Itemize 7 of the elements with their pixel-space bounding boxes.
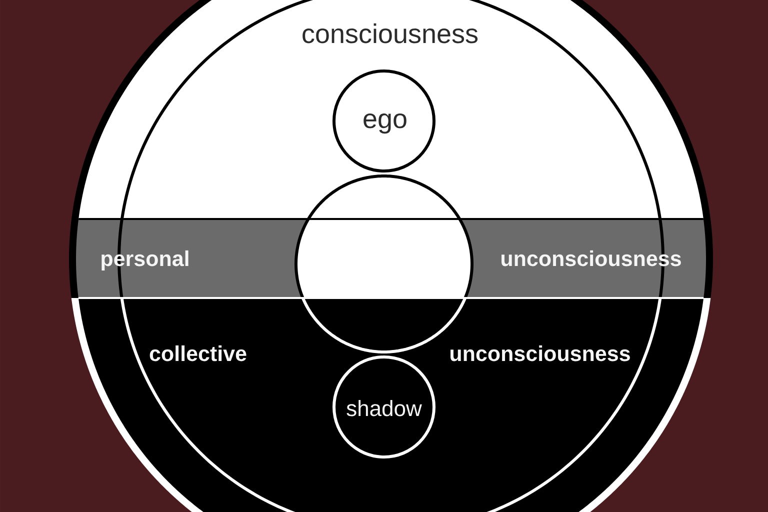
circle-label: ego: [364, 113, 406, 134]
circle: [332, 356, 436, 458]
region-label: consciousness: [302, 23, 478, 44]
circle-label: shadow: [346, 400, 422, 416]
region-label: unconsciousness: [450, 345, 630, 362]
circle: [332, 70, 436, 172]
region-label: collective: [150, 345, 246, 362]
